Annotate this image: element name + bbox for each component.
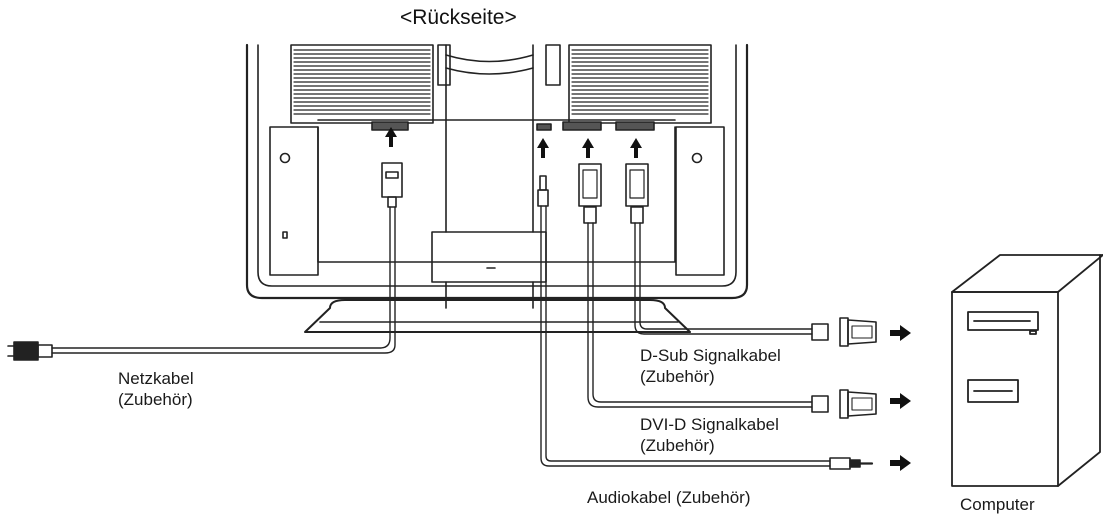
- computer-arrows: [890, 325, 911, 471]
- dsub-port: [615, 121, 655, 131]
- monitor-rear: [245, 43, 749, 333]
- power-plug-monitor: [381, 162, 403, 208]
- vent-grille-left: [290, 44, 434, 124]
- port-arrows: [385, 127, 642, 158]
- cables: [51, 205, 831, 467]
- computer-label: Computer: [960, 495, 1035, 514]
- dvi-port: [562, 121, 602, 131]
- dsub-cable-label-line2: (Zubehör): [640, 367, 715, 386]
- dsub-cable-label-line1: D-Sub Signalkabel: [640, 346, 781, 365]
- power-cable-label-line2: (Zubehör): [118, 390, 193, 409]
- dvi-plug-end: [811, 389, 877, 419]
- dsub-cable-label: D-Sub Signalkabel (Zubehör): [640, 345, 781, 387]
- screw-hole-left: [279, 152, 291, 164]
- drive-bay-bottom: [967, 379, 1019, 403]
- drive-bay-top: [967, 311, 1039, 331]
- computer-tower: [951, 254, 1103, 487]
- audio-plug-end: [829, 457, 874, 470]
- audio-plug-monitor: [537, 175, 549, 207]
- dvi-cable-label-line2: (Zubehör): [640, 436, 715, 455]
- dsub-plug-monitor: [625, 163, 649, 224]
- dvi-cable-label-line1: DVI-D Signalkabel: [640, 415, 779, 434]
- power-cable-label: Netzkabel (Zubehör): [118, 368, 194, 410]
- monitor-stand: [304, 44, 691, 333]
- audio-cable-label: Audiokabel (Zubehör): [587, 488, 751, 507]
- power-cable-label-line1: Netzkabel: [118, 369, 194, 388]
- screw-hole-right: [691, 152, 703, 164]
- dvi-plug-monitor: [578, 163, 602, 224]
- dsub-plug-end: [811, 317, 877, 347]
- rear-side-heading: <Rückseite>: [400, 6, 517, 29]
- vent-grille-right: [568, 44, 712, 124]
- audio-port: [536, 123, 552, 131]
- dvi-cable-label: DVI-D Signalkabel (Zubehör): [640, 414, 779, 456]
- power-plug-end: [7, 341, 53, 361]
